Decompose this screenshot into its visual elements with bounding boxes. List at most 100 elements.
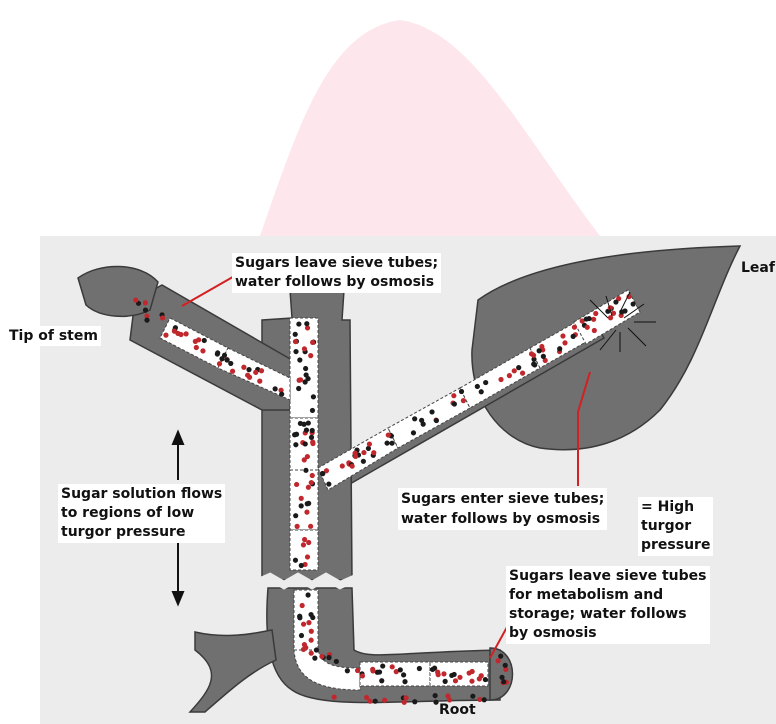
water-dot [443,679,448,684]
water-dot [516,365,521,370]
label-sugars-enter-line2: water follows by osmosis [401,509,604,529]
water-dot [401,672,406,677]
sugar-dot [217,361,222,366]
sugar-dot [360,673,365,678]
sugar-dot [297,378,302,383]
water-dot [459,389,464,394]
label-root-sugars-leave-line4: by osmosis [509,624,707,643]
sugar-dot [133,298,138,303]
sugar-dot [403,695,408,700]
water-dot [412,416,417,421]
water-dot [411,430,416,435]
water-dot [501,679,506,684]
sugar-dot [309,638,314,643]
water-dot [224,357,229,362]
water-dot [299,633,304,638]
sugar-dot [308,353,313,358]
label-sugars-leave-top: Sugars leave sieve tubes; water follows … [232,253,441,293]
water-dot [373,699,378,704]
sugar-dot [496,658,501,663]
sugar-dot [386,432,391,437]
water-dot [311,394,316,399]
water-dot [379,678,384,683]
water-dot [557,346,562,351]
sugar-dot [300,603,305,608]
label-high-turgor: = High turgor pressure [638,497,713,556]
sieve-root-1 [360,662,430,686]
sieve-main-3 [290,470,318,530]
water-dot [308,612,313,617]
water-dot [293,442,298,447]
water-dot [434,418,439,423]
sugar-dot [305,554,310,559]
water-dot [222,353,227,358]
sugar-dot [178,332,183,337]
sugar-dot [361,450,366,455]
sugar-dot [310,440,315,445]
sugar-dot [241,365,246,370]
label-sugars-leave-top-line1: Sugars leave sieve tubes; [235,254,438,273]
water-dot [613,299,618,304]
label-root-sugars-leave: Sugars leave sieve tubes for metabolism … [506,566,710,644]
sugar-dot [259,368,264,373]
sugar-dot [352,451,357,456]
sugar-dot [306,620,311,625]
sugar-dot [479,673,484,678]
sugar-dot [457,675,462,680]
sugar-dot [332,695,337,700]
water-dot [301,422,306,427]
sugar-dot [295,524,300,529]
sugar-dot [441,671,446,676]
sugar-dot [193,339,198,344]
water-dot [475,384,480,389]
water-dot [305,501,310,506]
water-dot [470,694,475,699]
sugar-dot [294,482,299,487]
water-dot [345,668,350,673]
water-dot [482,697,487,702]
water-dot [377,669,382,674]
sugar-dot [309,651,314,656]
sieve-lower-1 [294,590,318,650]
water-dot [296,386,301,391]
water-dot [202,338,207,343]
water-dot [334,659,339,664]
sugar-dot [163,333,168,338]
background-shape [260,20,600,236]
sugar-dot [608,315,613,320]
sugar-dot [520,371,525,376]
label-flow-line1: Sugar solution flows [61,485,222,504]
water-dot [144,318,149,323]
water-dot [417,666,422,671]
sugar-dot [436,672,441,677]
sugar-dot [371,450,376,455]
water-dot [429,409,434,414]
water-dot [419,418,424,423]
label-tip-of-stem: Tip of stem [6,326,101,346]
water-dot [380,663,385,668]
water-dot [305,592,310,597]
water-dot [296,321,301,326]
sugar-dot [350,464,355,469]
sugar-dot [390,664,395,669]
sugar-dot [512,368,517,373]
label-flow-line3: turgor pressure [61,523,222,542]
water-dot [309,435,314,440]
sugar-dot [309,629,314,634]
sugar-dot [247,375,252,380]
sugar-dot [194,345,199,350]
water-dot [361,459,366,464]
water-dot [303,441,308,446]
sugar-dot [592,328,597,333]
water-dot [571,334,576,339]
water-dot [273,386,278,391]
label-sugars-enter: Sugars enter sieve tubes; water follows … [398,488,607,530]
sugar-dot [160,315,165,320]
label-sugars-leave-top-line2: water follows by osmosis [235,273,438,292]
sugar-dot [461,398,466,403]
sugar-dot [253,370,258,375]
sugar-dot [470,669,475,674]
water-dot [293,513,298,518]
sugar-dot [367,441,372,446]
